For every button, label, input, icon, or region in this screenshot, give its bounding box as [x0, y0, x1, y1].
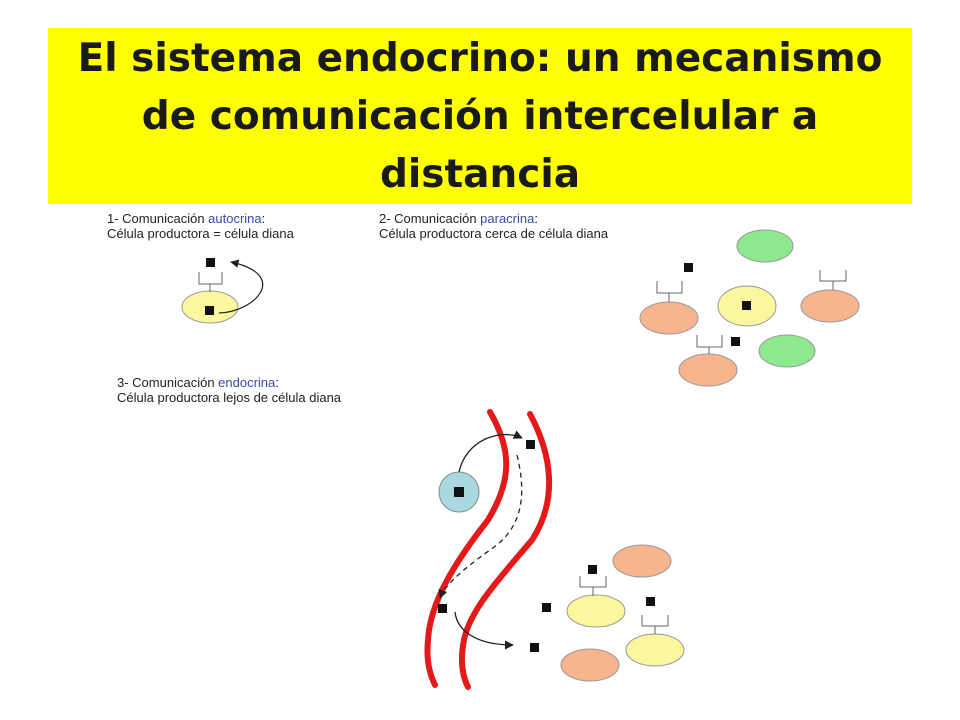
blood-vessel-wall-right: [458, 411, 552, 690]
endocrine-hormone-inside: [454, 487, 464, 497]
panel-autocrine-label: 1- Comunicación autocrina: Célula produc…: [107, 211, 294, 241]
paracrine-diagram: [639, 229, 860, 387]
paracrine-target-cell-orange-left: [639, 301, 699, 335]
paracrine-receptor-right: [819, 270, 847, 290]
paracrine-target-cell-green-right: [758, 334, 816, 368]
endocrine-hormone-free-1: [542, 603, 551, 612]
panel-autocrine-heading: 1- Comunicación autocrina:: [107, 211, 266, 226]
panel-endocrine-heading: 3- Comunicación endocrina:: [117, 375, 279, 390]
autocrine-hormone-inside: [205, 306, 214, 315]
endocrine-target-cell-yellow-middle: [566, 594, 626, 628]
slide-title: El sistema endocrino: un mecanismo de co…: [77, 36, 883, 197]
endocrine-receptor-middle: [579, 576, 607, 596]
endocrine-target-cell-yellow-right: [625, 633, 685, 667]
panel-endocrine-description: Célula productora lejos de célula diana: [117, 390, 342, 405]
endocrine-hormone-free-2: [530, 643, 539, 652]
autocrine-hormone-released: [206, 258, 215, 267]
paracrine-receptor-left: [656, 281, 683, 302]
paracrine-hormone-1: [684, 263, 693, 272]
endocrine-hormone-target-2: [646, 597, 655, 606]
panel-endocrine-label: 3- Comunicación endocrina: Célula produc…: [117, 375, 341, 405]
paracrine-keyword: paracrina: [480, 211, 535, 226]
title-band: [48, 28, 912, 204]
endocrine-hormone-target-1: [588, 565, 597, 574]
paracrine-target-cell-orange-bottom: [678, 353, 738, 387]
endocrine-diagram: [424, 409, 685, 690]
endocrine-keyword: endocrina: [218, 375, 276, 390]
blood-vessel-wall-left: [424, 409, 510, 688]
panel-paracrine-description: Célula productora cerca de célula diana: [379, 226, 609, 241]
autocrine-diagram: [181, 258, 264, 324]
panel-paracrine-heading: 2- Comunicación paracrina:: [379, 211, 538, 226]
paracrine-hormone-inside: [742, 301, 751, 310]
paracrine-target-cell-orange-right: [800, 289, 860, 323]
endocrine-hormone-in-blood-bottom: [438, 604, 447, 613]
endocrine-exit-arrow: [454, 611, 514, 650]
autocrine-keyword: autocrina: [208, 211, 262, 226]
endocrine-target-cell-orange-bottom: [560, 648, 620, 682]
endocrine-receptor-right: [641, 615, 669, 634]
autocrine-arrow: [218, 259, 264, 314]
panel-autocrine-description: Célula productora = célula diana: [107, 226, 294, 241]
endocrine-secretion-arrow: [458, 430, 523, 473]
panel-paracrine-label: 2- Comunicación paracrina: Célula produc…: [379, 211, 608, 241]
paracrine-target-cell-green-top: [736, 229, 794, 263]
endocrine-hormone-in-blood-top: [526, 440, 535, 449]
paracrine-hormone-2: [731, 337, 740, 346]
autocrine-receptor: [198, 272, 223, 292]
paracrine-receptor-bottom: [696, 335, 723, 354]
endocrine-target-cell-orange-top: [612, 544, 672, 578]
